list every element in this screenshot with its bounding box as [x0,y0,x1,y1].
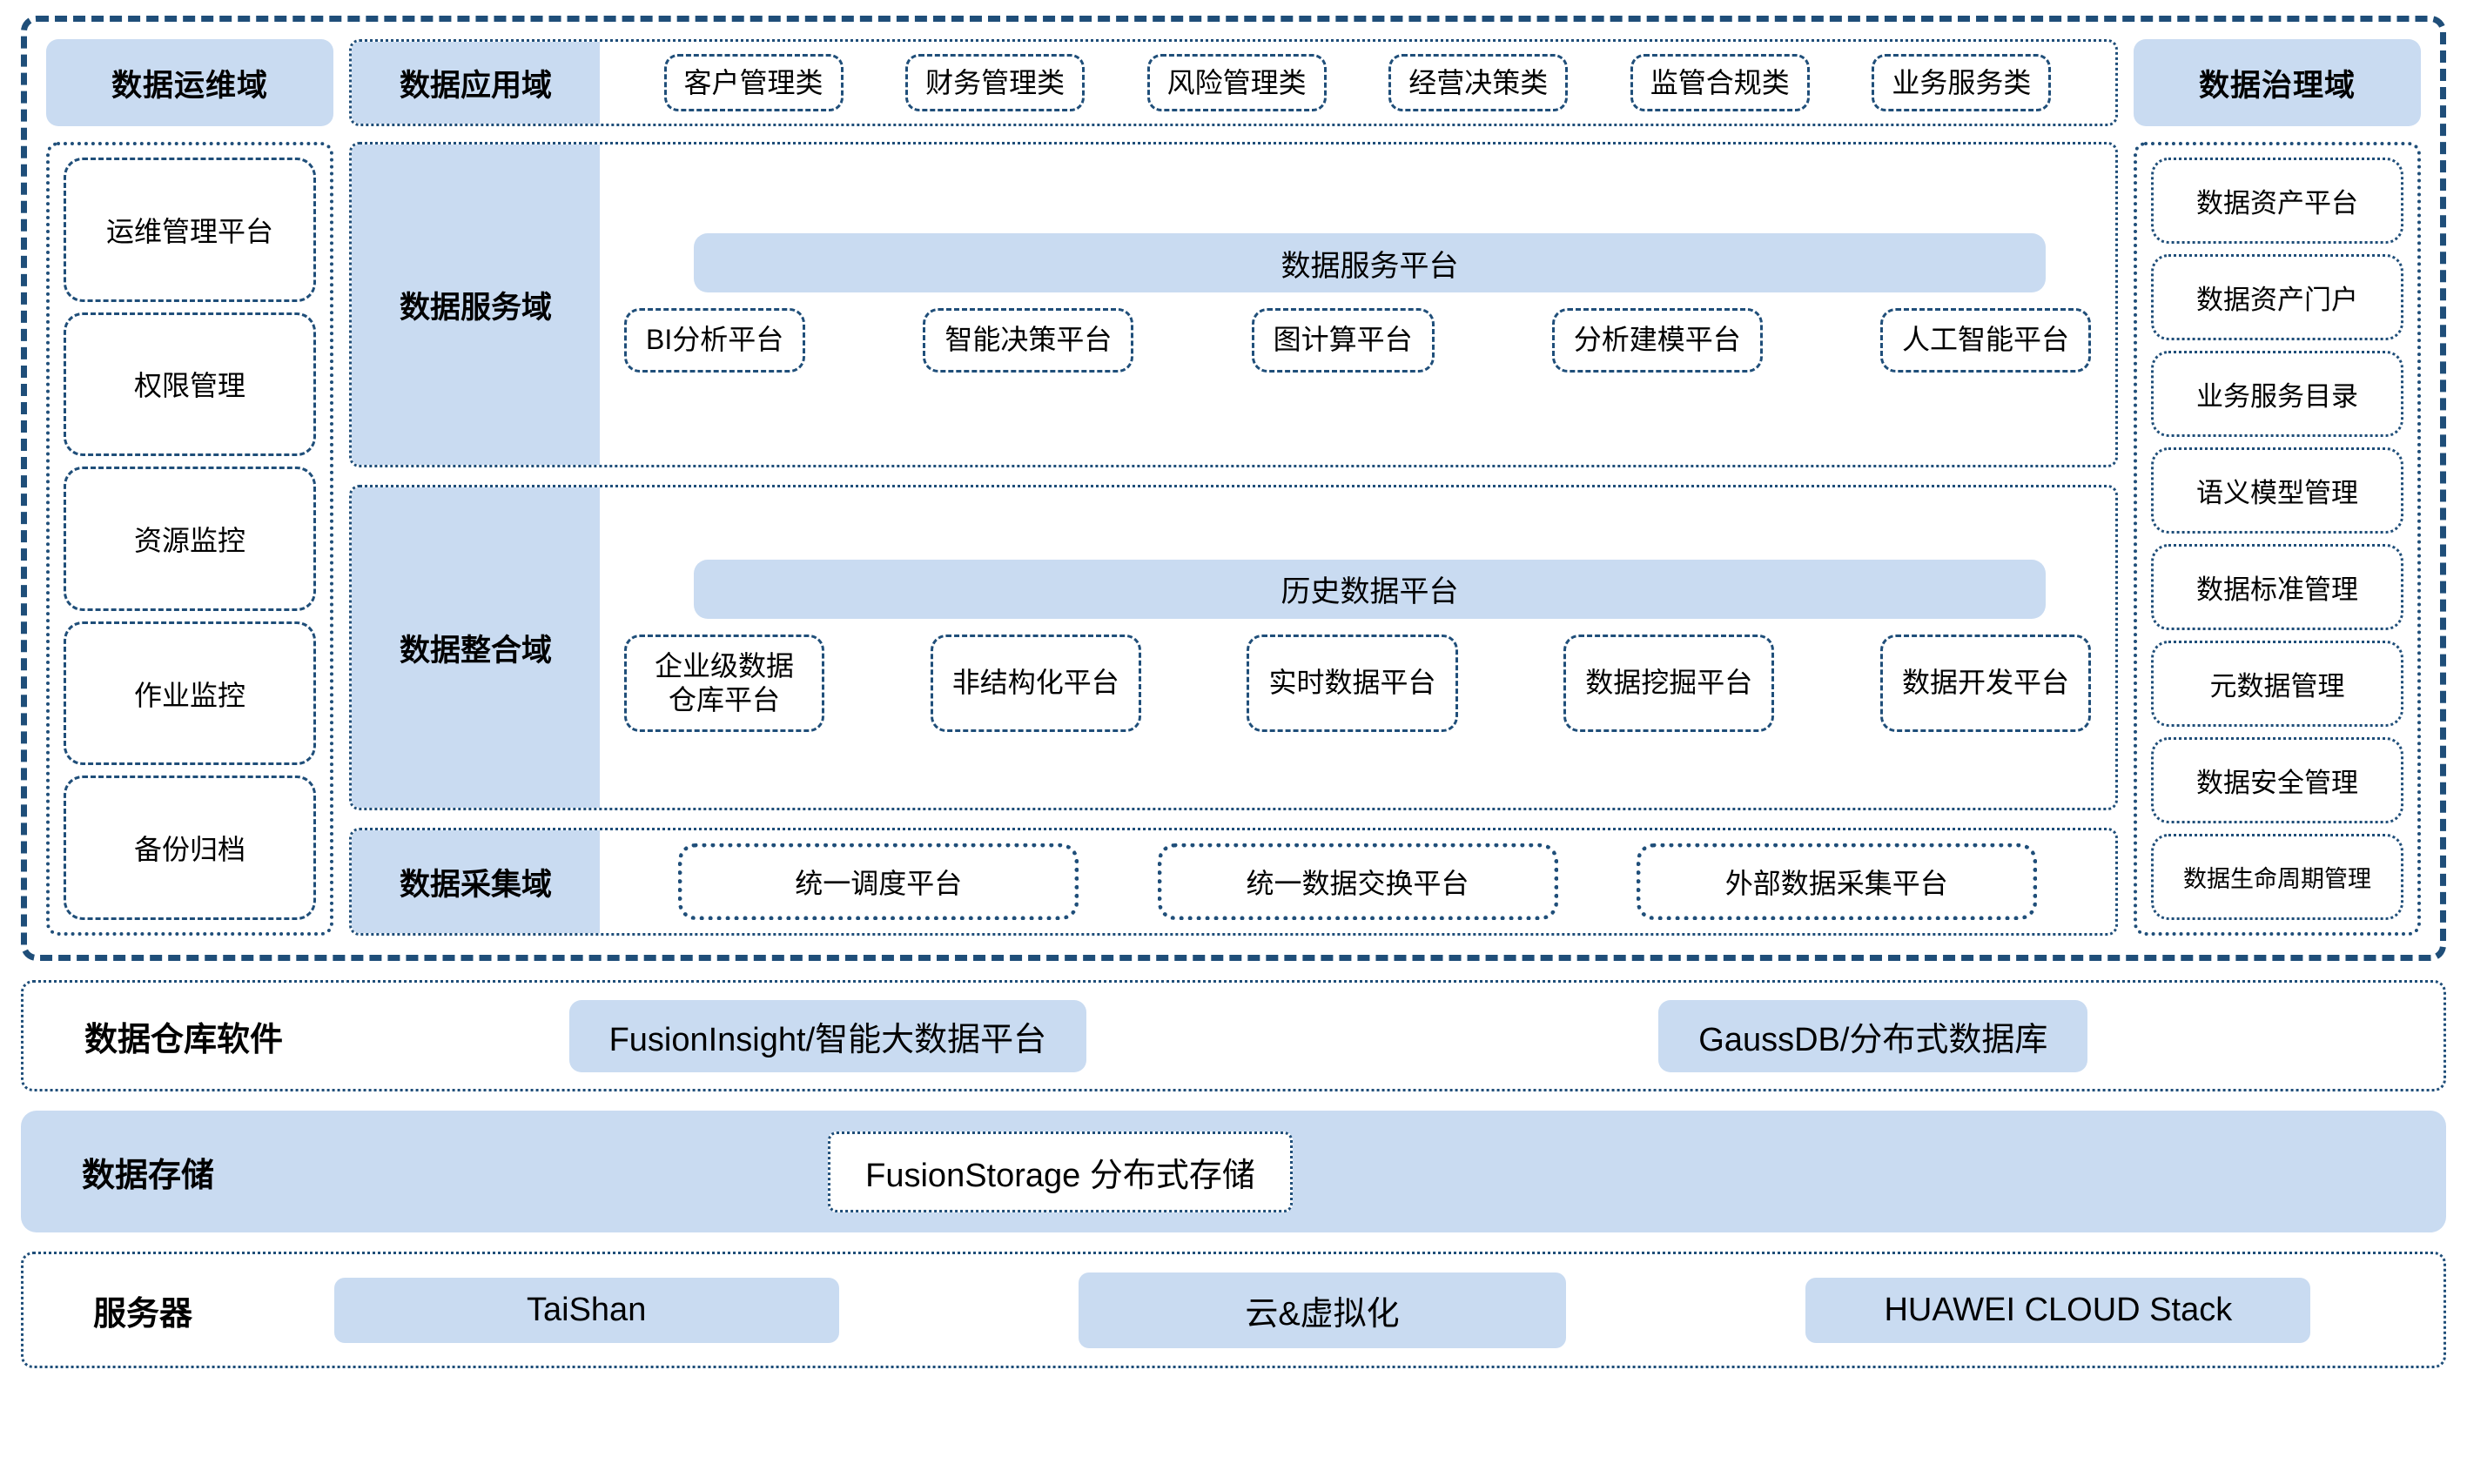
app-category-item[interactable]: 风险管理类 [1146,53,1327,112]
integration-platform-item[interactable]: 实时数据平台 [1247,634,1458,733]
governance-column: 数据资产平台 数据资产门户 业务服务目录 语义模型管理 数据标准管理 元数据管理… [2134,142,2421,936]
collection-platform-item[interactable]: 外部数据采集平台 [1636,843,2037,920]
governance-item[interactable]: 数据标准管理 [2151,544,2403,630]
integration-platform-item[interactable]: 数据开发平台 [1879,634,2091,733]
app-domain-box: 数据应用域 客户管理类 财务管理类 风险管理类 经营决策类 监管合规类 业务服务… [349,39,2118,126]
app-category-item[interactable]: 业务服务类 [1872,53,2052,112]
service-domain-band: 数据服务域 数据服务平台 BI分析平台 智能决策平台 图计算平台 分析建模平台 … [349,142,2118,467]
top-domain-strip: 数据运维域 数据应用域 客户管理类 财务管理类 风险管理类 经营决策类 监管合规… [46,39,2421,126]
integration-platform-bar: 历史数据平台 [694,559,2046,619]
server-layer-item[interactable]: TaiShan [333,1277,839,1343]
service-platform-item[interactable]: 图计算平台 [1251,308,1435,373]
governance-item[interactable]: 元数据管理 [2151,641,2403,727]
server-layer-items: TaiShan 云&虚拟化 HUAWEI CLOUD Stack [192,1272,2443,1348]
ops-item[interactable]: 备份归档 [64,776,316,920]
integration-domain-label: 数据整合域 [399,633,552,668]
storage-layer: 数据存储 FusionStorage 分布式存储 [21,1111,2446,1232]
governance-domain-label: 数据治理域 [2198,68,2356,103]
integration-platform-item[interactable]: 非结构化平台 [930,634,1141,733]
ops-column: 运维管理平台 权限管理 资源监控 作业监控 备份归档 [46,142,333,936]
ops-item[interactable]: 资源监控 [64,467,316,611]
storage-layer-items: FusionStorage 分布式存储 [214,1131,2446,1212]
server-layer-item[interactable]: HUAWEI CLOUD Stack [1805,1277,2311,1343]
service-platform-item[interactable]: 人工智能平台 [1879,308,2091,373]
app-domain-label-cell: 数据应用域 [352,42,600,124]
warehouse-software-title: 数据仓库软件 [84,1021,284,1058]
warehouse-software-items: FusionInsight/智能大数据平台 GaussDB/分布式数据库 [283,999,2443,1072]
service-platform-bar: 数据服务平台 [694,233,2046,292]
collection-domain-label: 数据采集域 [399,867,552,902]
service-platform-list: BI分析平台 智能决策平台 图计算平台 分析建模平台 人工智能平台 [624,308,2091,373]
collection-platform-item[interactable]: 统一数据交换平台 [1157,843,1558,920]
integration-domain-label-cell: 数据整合域 [352,487,600,808]
center-column: 数据服务域 数据服务平台 BI分析平台 智能决策平台 图计算平台 分析建模平台 … [349,142,2118,936]
warehouse-software-item[interactable]: FusionInsight/智能大数据平台 [568,999,1087,1072]
warehouse-software-item[interactable]: GaussDB/分布式数据库 [1658,999,2088,1072]
governance-item[interactable]: 数据资产平台 [2151,158,2403,244]
ops-domain-chip: 数据运维域 [46,39,333,126]
storage-layer-item[interactable]: FusionStorage 分布式存储 [828,1131,1293,1212]
collection-domain-label-cell: 数据采集域 [352,830,600,933]
service-domain-body: 数据服务平台 BI分析平台 智能决策平台 图计算平台 分析建模平台 人工智能平台 [600,144,2115,465]
collection-domain-band: 数据采集域 统一调度平台 统一数据交换平台 外部数据采集平台 [349,828,2118,936]
service-platform-item[interactable]: BI分析平台 [624,308,806,373]
platform-outer-frame: 数据运维域 数据应用域 客户管理类 财务管理类 风险管理类 经营决策类 监管合规… [21,16,2446,961]
integration-domain-body: 历史数据平台 企业级数据仓库平台 非结构化平台 实时数据平台 数据挖掘平台 数据… [600,487,2115,808]
service-domain-label: 数据服务域 [399,290,552,325]
service-domain-label-cell: 数据服务域 [352,144,600,465]
ops-item[interactable]: 作业监控 [64,621,316,766]
warehouse-software-layer: 数据仓库软件 FusionInsight/智能大数据平台 GaussDB/分布式… [21,980,2446,1091]
app-category-item[interactable]: 财务管理类 [905,53,1086,112]
server-layer-item[interactable]: 云&虚拟化 [1079,1272,1566,1348]
app-category-item[interactable]: 经营决策类 [1388,53,1569,112]
app-domain-label: 数据应用域 [399,68,552,103]
ops-domain-label: 数据运维域 [111,68,268,103]
governance-domain-chip: 数据治理域 [2134,39,2421,126]
collection-platform-item[interactable]: 统一调度平台 [678,843,1079,920]
server-layer: 服务器 TaiShan 云&虚拟化 HUAWEI CLOUD Stack [21,1252,2446,1368]
app-category-item[interactable]: 监管合规类 [1630,53,1810,112]
server-layer-title: 服务器 [93,1295,193,1333]
governance-item[interactable]: 语义模型管理 [2151,447,2403,534]
governance-item[interactable]: 业务服务目录 [2151,351,2403,437]
governance-item[interactable]: 数据安全管理 [2151,737,2403,823]
collection-platform-list: 统一调度平台 统一数据交换平台 外部数据采集平台 [600,830,2115,933]
app-category-list: 客户管理类 财务管理类 风险管理类 经营决策类 监管合规类 业务服务类 [600,42,2115,124]
governance-item[interactable]: 数据生命周期管理 [2151,834,2403,920]
storage-layer-title: 数据存储 [82,1157,215,1194]
integration-domain-band: 数据整合域 历史数据平台 企业级数据仓库平台 非结构化平台 实时数据平台 数据挖… [349,485,2118,810]
service-platform-item[interactable]: 智能决策平台 [923,308,1134,373]
service-platform-item[interactable]: 分析建模平台 [1551,308,1763,373]
middle-row: 运维管理平台 权限管理 资源监控 作业监控 备份归档 数据服务域 数据服务平台 … [46,142,2421,936]
integration-platform-list: 企业级数据仓库平台 非结构化平台 实时数据平台 数据挖掘平台 数据开发平台 [624,634,2091,733]
integration-platform-item[interactable]: 企业级数据仓库平台 [624,634,824,733]
ops-item[interactable]: 运维管理平台 [64,158,316,302]
app-category-item[interactable]: 客户管理类 [663,53,844,112]
ops-item[interactable]: 权限管理 [64,312,316,457]
integration-platform-item[interactable]: 数据挖掘平台 [1563,634,1775,733]
governance-item[interactable]: 数据资产门户 [2151,254,2403,340]
